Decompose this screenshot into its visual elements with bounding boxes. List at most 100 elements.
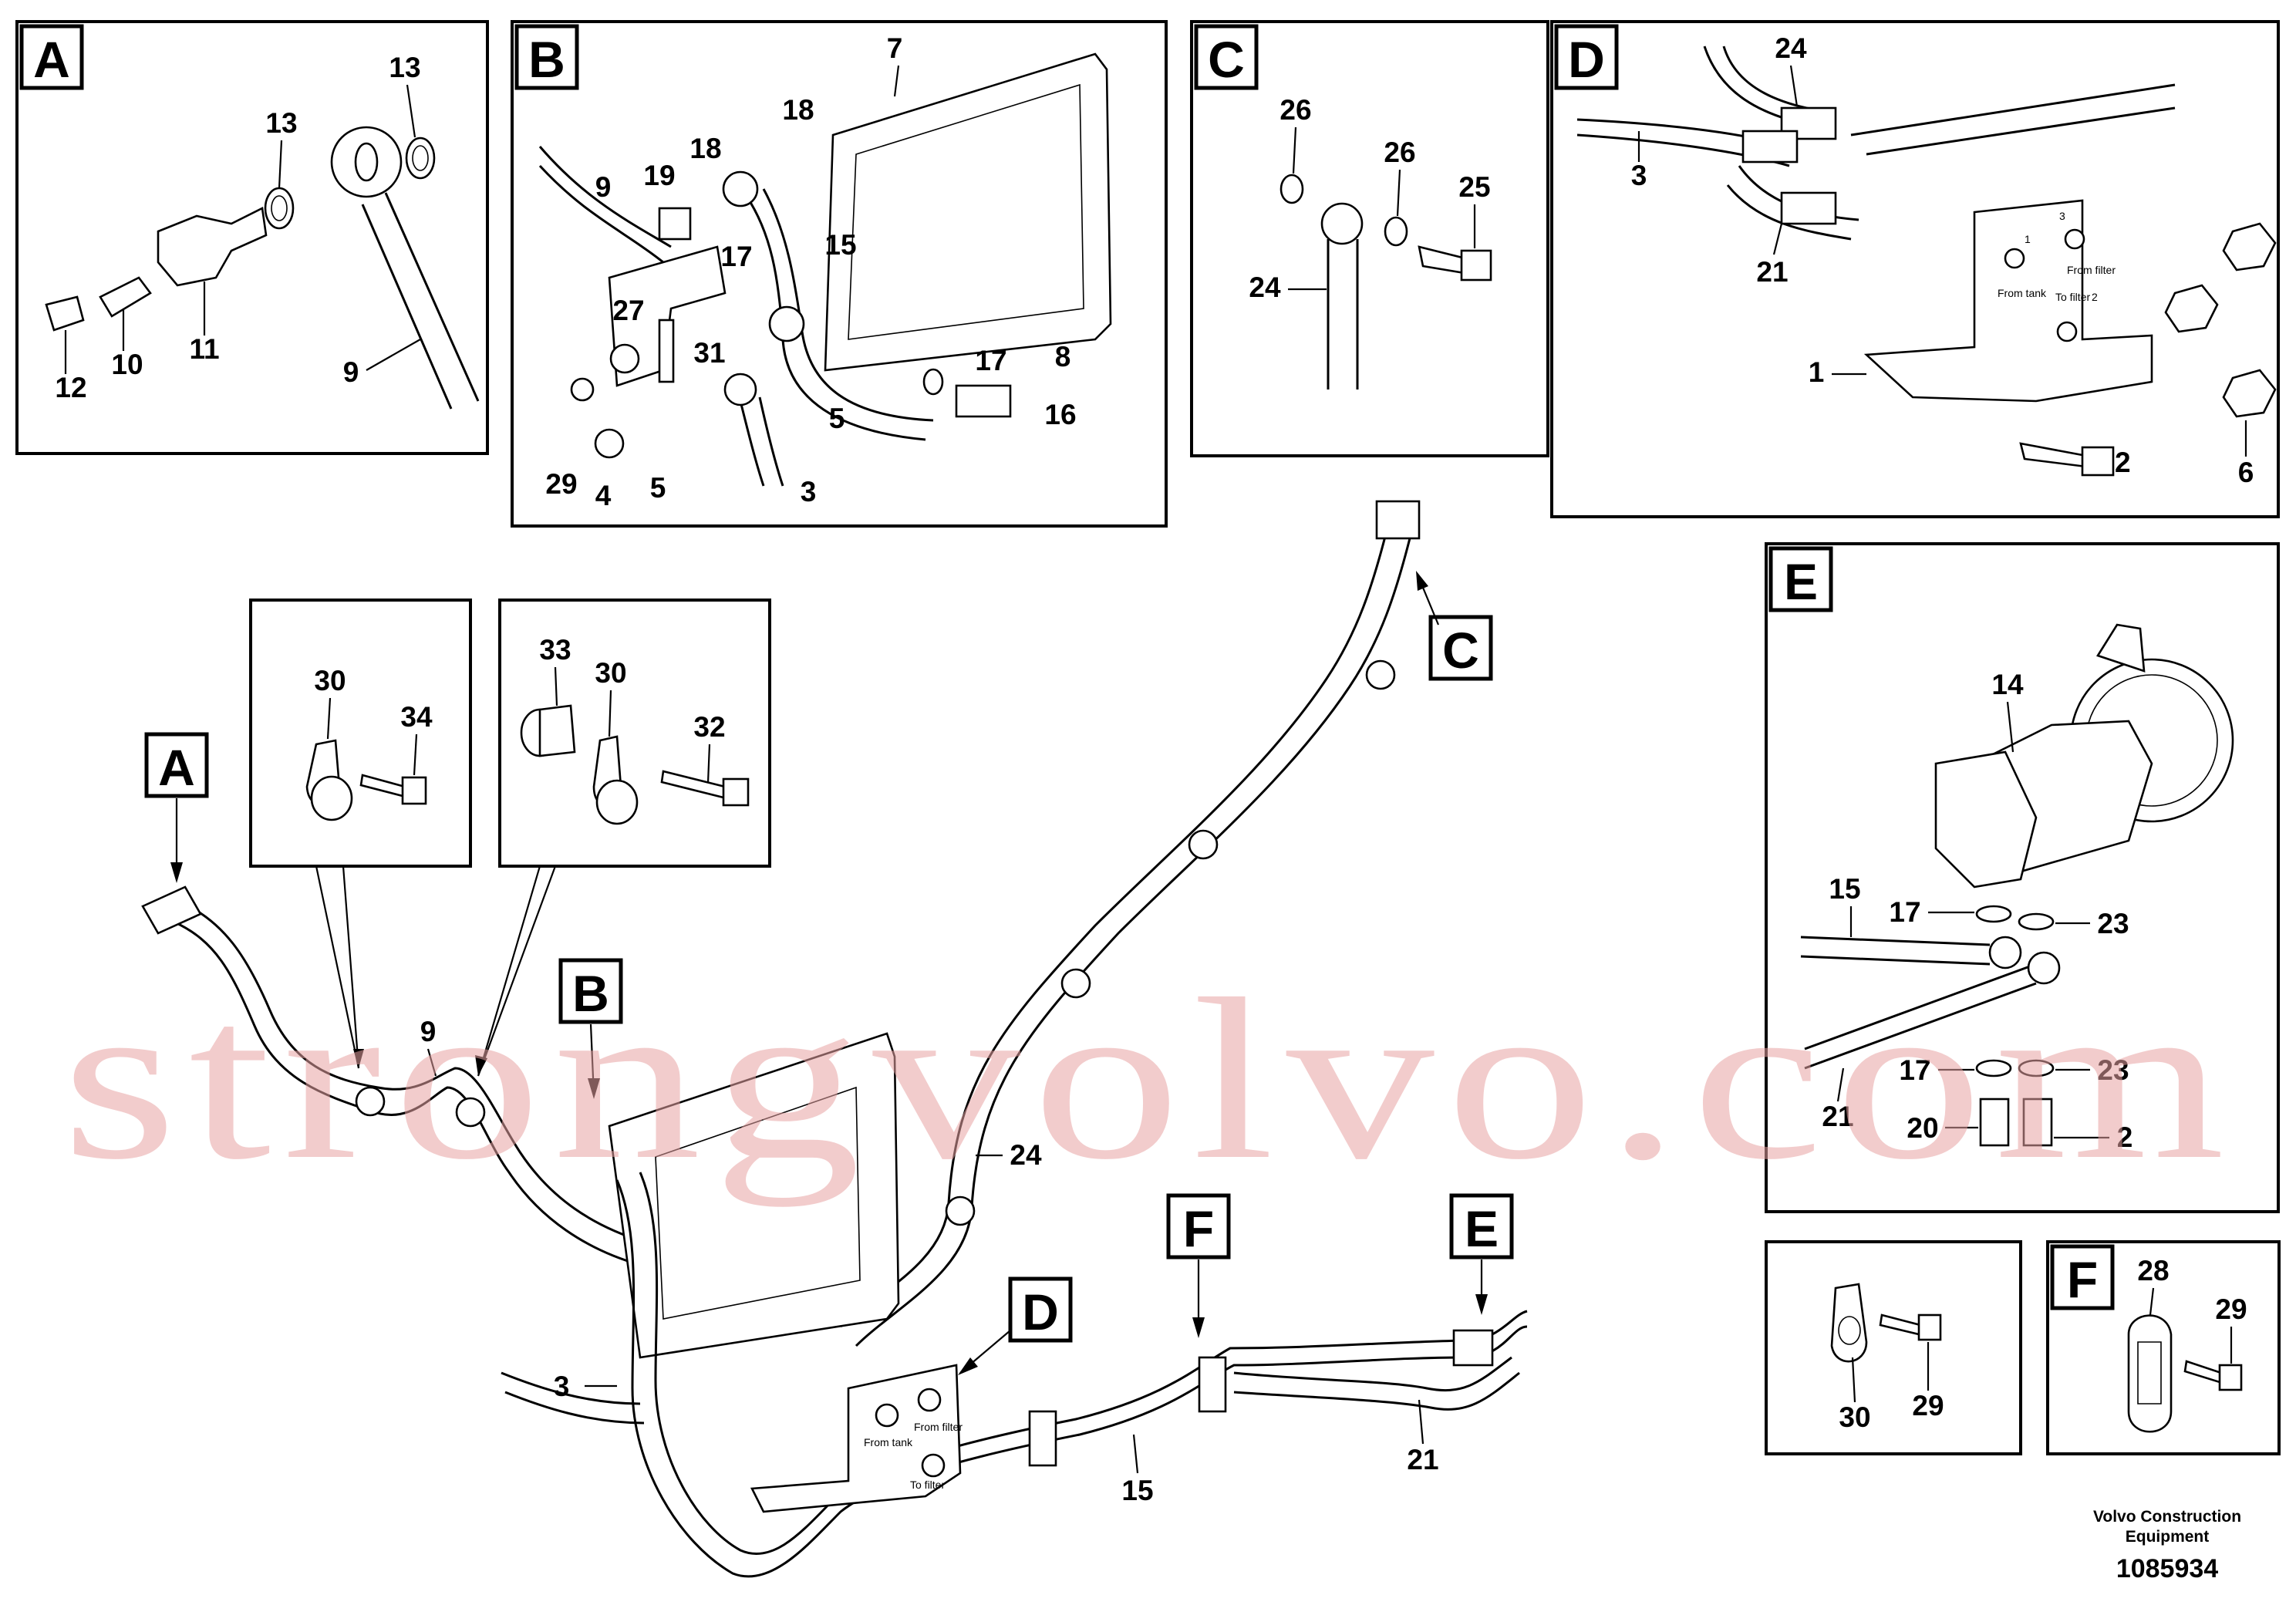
main-plate-to-filter: To filter <box>910 1479 945 1491</box>
bracket-frame-b <box>824 52 1112 372</box>
watermark: strongvolvo.com <box>62 951 2237 1208</box>
panel-a: A 13 13 12 10 11 9 <box>15 20 489 455</box>
cap-12 <box>45 295 85 332</box>
plate-label-from-tank: From tank <box>1998 287 2047 299</box>
clamp-main-2 <box>455 1097 486 1128</box>
inset-pointers <box>315 865 557 1077</box>
bolt-29-f-head <box>2218 1364 2243 1391</box>
callout-e-20: 20 <box>1907 1112 1938 1144</box>
callout-d-3: 3 <box>1631 160 1647 191</box>
clamp-main-1 <box>355 1086 386 1117</box>
callout-inset2-33: 33 <box>539 634 571 666</box>
washer-23-e-top <box>2018 912 2055 931</box>
callout-inset1-30: 30 <box>314 665 346 696</box>
washer-23-e-bottom <box>2018 1059 2055 1077</box>
panel-c: C 26 26 25 24 <box>1190 20 1549 457</box>
panel-d: D 1 3 From tank From filter To filter 2 … <box>1550 20 2280 518</box>
callout-b-27: 27 <box>612 295 644 326</box>
main-assembly: From tank From filter To filter 9 24 3 1… <box>141 500 1528 1578</box>
panel-c-tag: C <box>1208 31 1245 88</box>
callout-inset1-34: 34 <box>400 701 433 733</box>
inset-clip-33-30-32: 33 30 32 <box>498 599 771 868</box>
footer-company-line1: Volvo Construction <box>2093 1508 2241 1526</box>
banjo-24-c <box>1320 202 1364 245</box>
inset-clip-30-34: 30 34 <box>249 599 472 868</box>
callout-e-17-bottom: 17 <box>1899 1054 1930 1086</box>
main-tag-b-box <box>558 958 623 1024</box>
fitting-a-main <box>141 885 202 935</box>
hose-9-main <box>173 901 645 1266</box>
callout-main-15: 15 <box>1121 1475 1153 1506</box>
callout-b-9: 9 <box>595 171 612 203</box>
banjo-bolt-11 <box>157 207 268 287</box>
fitting-5-b <box>723 373 757 406</box>
hose-3-b <box>739 396 784 487</box>
nut-6-b <box>2222 222 2277 271</box>
panel-b-tag-box <box>514 24 579 90</box>
footer-company-line2: Equipment <box>2126 1528 2210 1546</box>
hose-ring-inset-2 <box>595 779 639 825</box>
callout-b-7: 7 <box>887 32 903 64</box>
callout-c-25: 25 <box>1458 171 1490 203</box>
panel-c-tag-box <box>1194 24 1259 90</box>
fitting-17-b <box>768 305 805 342</box>
plate-label-3: 3 <box>2059 210 2065 222</box>
fitting-d-3 <box>1780 191 1837 225</box>
hose-24-c <box>1327 239 1359 389</box>
callout-c-26-left: 26 <box>1279 94 1311 126</box>
callout-e-2: 2 <box>2117 1121 2133 1153</box>
bolt-29-b <box>570 377 595 402</box>
callout-main-9: 9 <box>420 1016 437 1047</box>
callout-e-15: 15 <box>1829 873 1860 905</box>
panel-e-tag: E <box>1784 553 1818 610</box>
footer: Volvo Construction Equipment 1085934 <box>2093 1508 2241 1583</box>
panel-f-tag-box <box>2050 1244 2115 1310</box>
bolt-29-detail-head <box>1917 1313 1942 1341</box>
main-tag-c-box <box>1428 615 1493 681</box>
clamp-24-mid <box>1188 829 1219 860</box>
plate-hole-1 <box>2004 248 2025 269</box>
callout-b-29: 29 <box>545 468 577 500</box>
main-tag-f: F <box>1183 1200 1214 1257</box>
main-tag-d-box <box>1008 1276 1073 1343</box>
callout-b-5-bottom: 5 <box>650 472 666 504</box>
hose-3-main <box>501 1371 645 1425</box>
callout-e-23-bottom: 23 <box>2097 1054 2129 1086</box>
pipe-21-e <box>1804 963 2037 1070</box>
hose-9-b <box>538 146 672 264</box>
pump-lug <box>2096 623 2146 673</box>
hose-ring-inset-1 <box>310 775 353 821</box>
callout-main-21: 21 <box>1407 1444 1438 1475</box>
main-tag-f-box <box>1166 1193 1231 1259</box>
callout-d-6: 6 <box>2238 457 2254 488</box>
callout-b-4: 4 <box>595 480 612 511</box>
bolt-4 <box>594 428 625 459</box>
bolt-20 <box>1979 1098 2010 1147</box>
panel-c-frame <box>1190 20 1549 457</box>
panel-e-tag-box <box>1768 546 1833 612</box>
nut-6-c <box>2222 369 2277 418</box>
callout-d-21: 21 <box>1756 256 1788 288</box>
callout-c-26-right: 26 <box>1384 137 1415 168</box>
washer-26-left <box>1279 174 1304 204</box>
panel-b-tag: B <box>528 31 565 88</box>
main-tag-b: B <box>572 965 609 1022</box>
panel-e-frame <box>1765 542 2280 1213</box>
clamp-24-top <box>1365 659 1396 690</box>
callout-d-2: 2 <box>2115 447 2131 478</box>
main-tag-c: C <box>1442 622 1479 679</box>
washer-17-e-bottom <box>1975 1059 2012 1077</box>
callout-e-23-top: 23 <box>2097 908 2129 939</box>
panel-a-tag-box <box>19 24 84 90</box>
plate-main-hole-2 <box>917 1388 942 1412</box>
inset-1-frame <box>249 599 472 868</box>
callout-clip-29: 29 <box>1912 1390 1944 1421</box>
callout-b-19: 19 <box>643 160 675 191</box>
bolt-2-head <box>2081 446 2115 477</box>
callout-b-5-right: 5 <box>829 403 845 434</box>
callout-f-29: 29 <box>2215 1293 2247 1325</box>
callout-b-17-top: 17 <box>720 241 752 272</box>
panel-clip: 30 29 <box>1765 1240 2022 1455</box>
bracket-frame-main <box>608 1032 900 1359</box>
callout-b-8: 8 <box>1055 341 1071 373</box>
